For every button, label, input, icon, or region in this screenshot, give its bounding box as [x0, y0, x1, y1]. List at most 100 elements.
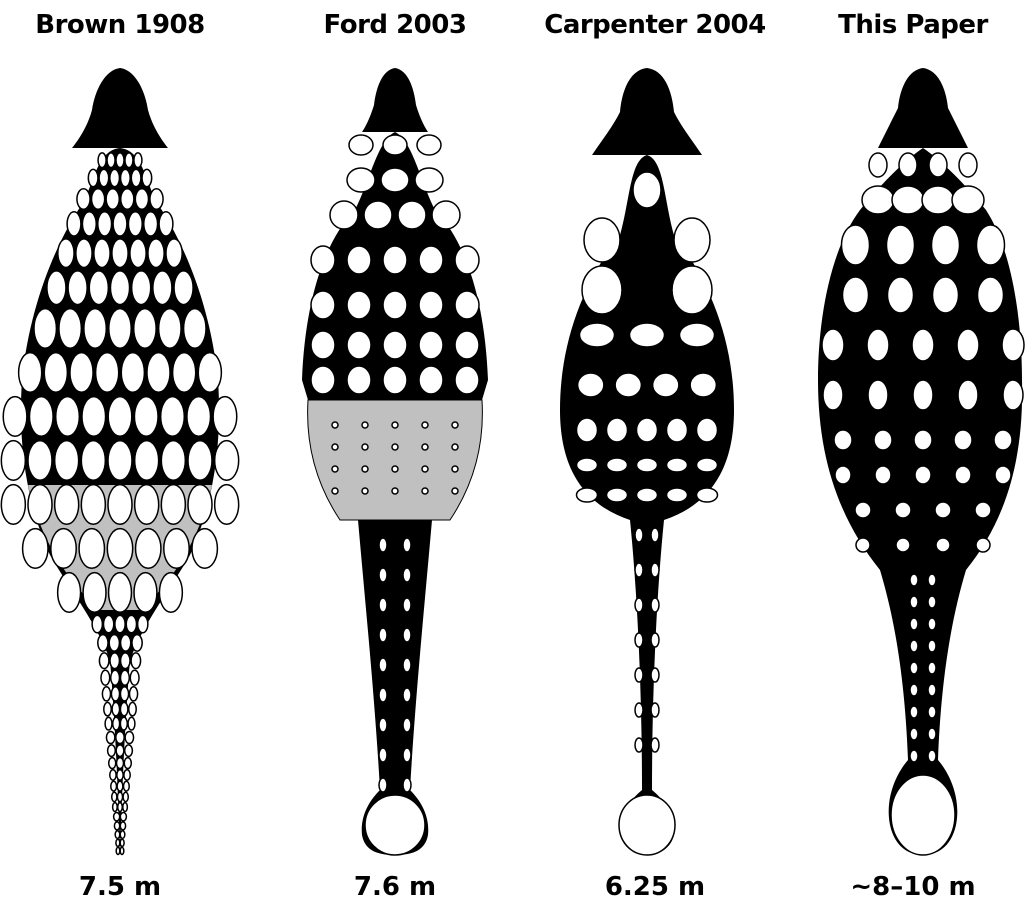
osteoderm: [166, 239, 182, 268]
osteoderm: [867, 329, 889, 361]
osteoderm: [615, 373, 641, 397]
osteoderm: [637, 458, 658, 472]
osteoderm: [651, 598, 659, 612]
osteoderm: [419, 366, 443, 394]
osteoderm: [115, 831, 120, 839]
osteoderm: [928, 728, 936, 740]
osteoderm: [455, 366, 479, 394]
osteoderm: [44, 353, 67, 393]
osteoderm: [403, 568, 411, 582]
osteoderm: [116, 153, 124, 168]
osteoderm: [134, 397, 158, 437]
osteoderm: [111, 687, 119, 701]
osteoderm: [82, 397, 106, 437]
osteoderm: [455, 246, 479, 274]
osteoderm: [978, 277, 1004, 313]
osteoderm: [379, 568, 387, 582]
skull-silhouette: [878, 68, 968, 148]
osteoderm: [82, 212, 96, 236]
osteoderm: [116, 758, 123, 769]
osteoderm: [432, 201, 460, 229]
osteoderm: [362, 466, 368, 472]
osteoderm: [855, 502, 871, 518]
osteoderm: [104, 615, 114, 632]
osteoderm: [88, 169, 98, 186]
osteoderm: [332, 466, 338, 472]
osteoderm: [842, 225, 870, 265]
osteoderm: [34, 309, 56, 349]
osteoderm: [164, 529, 189, 569]
osteoderm: [150, 189, 163, 210]
osteoderm: [121, 653, 131, 669]
osteoderm: [895, 502, 911, 518]
osteoderm: [134, 573, 157, 613]
osteoderm: [697, 458, 718, 472]
osteoderm: [111, 670, 120, 685]
osteoderm: [109, 573, 132, 613]
osteoderm: [869, 153, 887, 177]
osteoderm: [106, 189, 119, 210]
osteoderm: [674, 218, 710, 262]
osteoderm: [994, 430, 1012, 450]
osteoderm: [584, 218, 620, 262]
osteoderm: [120, 847, 124, 854]
osteoderm: [332, 422, 338, 428]
osteoderm: [578, 373, 604, 397]
osteoderm: [914, 430, 932, 450]
osteoderm: [835, 466, 851, 484]
osteoderm: [117, 792, 122, 801]
osteoderm: [135, 485, 159, 525]
panel-ford-2003: Ford 2003 7.6 m: [270, 0, 520, 916]
osteoderm: [3, 397, 27, 437]
osteoderm: [607, 488, 628, 502]
osteoderm: [928, 618, 936, 630]
osteoderm: [121, 353, 144, 393]
osteoderm: [174, 271, 193, 305]
osteoderm: [136, 529, 161, 569]
osteoderm: [455, 331, 479, 359]
osteoderm: [131, 169, 141, 186]
osteoderm: [125, 153, 133, 168]
osteoderm: [125, 731, 133, 743]
osteoderm: [403, 778, 411, 792]
osteoderm: [161, 441, 185, 481]
osteoderm: [121, 635, 131, 651]
osteoderm: [117, 770, 123, 780]
osteoderm: [58, 573, 81, 613]
osteoderm: [383, 331, 407, 359]
osteoderm: [667, 488, 688, 502]
osteoderm: [55, 441, 79, 481]
osteoderm: [120, 839, 124, 846]
osteoderm: [834, 430, 852, 450]
osteoderm: [910, 728, 918, 740]
osteoderm: [83, 573, 106, 613]
osteoderm: [213, 397, 237, 437]
osteoderm: [910, 574, 918, 586]
osteoderm: [651, 633, 659, 647]
osteoderm: [379, 538, 387, 552]
tail-club: [619, 795, 675, 855]
osteoderm: [138, 615, 148, 632]
osteoderm: [995, 466, 1011, 484]
osteoderm: [159, 573, 182, 613]
osteoderm: [580, 323, 615, 347]
osteoderm: [109, 635, 119, 651]
osteoderm: [959, 153, 977, 177]
tail-club: [365, 795, 425, 855]
osteoderm: [651, 668, 659, 682]
osteoderm: [123, 792, 128, 801]
osteoderm: [147, 353, 170, 393]
osteoderm: [910, 750, 918, 762]
osteoderm: [392, 466, 398, 472]
osteoderm-grid: [1, 153, 238, 855]
osteoderm: [452, 422, 458, 428]
osteoderm: [114, 822, 119, 830]
osteoderm: [958, 380, 978, 410]
osteoderm: [134, 309, 156, 349]
osteoderm: [123, 803, 128, 812]
osteoderm: [28, 441, 52, 481]
osteoderm: [1, 441, 25, 481]
osteoderm: [635, 598, 643, 612]
osteoderm: [68, 271, 87, 305]
osteoderm: [379, 598, 387, 612]
